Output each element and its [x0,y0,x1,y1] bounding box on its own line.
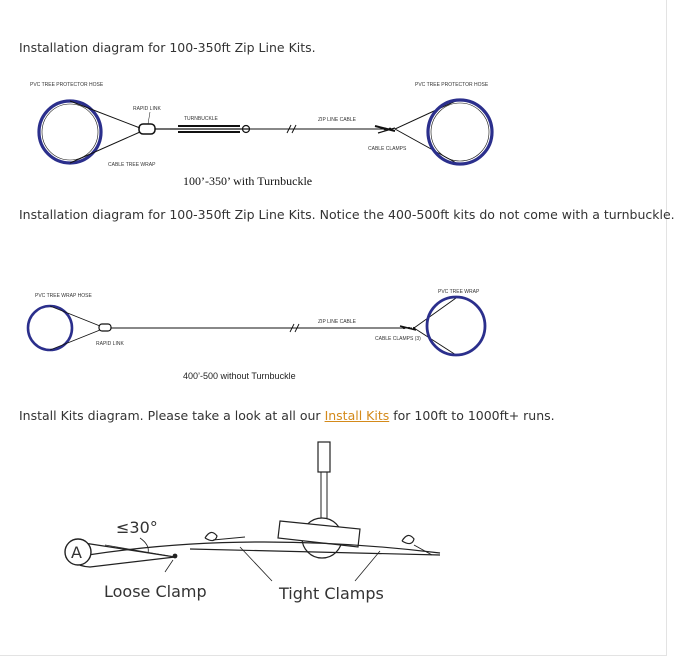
install-kits-diagram: A ≤30° Loose Clamp Tight Clamps [64,441,441,603]
tight-clamp-right [401,534,433,556]
label-cable: ZIP LINE CABLE [318,117,357,123]
label-right-wrap: PVC TREE WRAP [438,289,480,295]
turnbuckle [170,124,251,134]
label-cable: ZIP LINE CABLE [318,319,357,325]
right-tree-hose [426,98,494,166]
intro-text-3-before: Install Kits diagram. Please take a look… [19,408,325,423]
label-right-hose: PVC TREE PROTECTOR HOSE [415,82,489,88]
anchor-point-a [64,538,92,566]
diagram-without-turnbuckle: PVC TREE WRAP HOSE RAPID LINK ZIP LINE C… [26,289,487,381]
tight-clamp-left [204,531,246,542]
diagram-with-turnbuckle: PVC TREE PROTECTOR HOSE RAPID LINK TURNB… [30,82,494,188]
label-rapid-link: RAPID LINK [133,106,161,112]
label-clamps: CABLE CLAMPS [368,146,407,152]
label-turnbuckle: TURNBUCKLE [184,116,219,122]
zip-line-cable [87,541,441,556]
intro-text-2: Installation diagram for 100-350ft Zip L… [19,207,675,222]
caption-diagram-1: 100’-350’ with Turnbuckle [183,174,312,188]
anchor-label: A [71,543,82,562]
install-kits-link[interactable]: Install Kits [324,408,390,423]
caption-diagram-2: 400’-500 without Turnbuckle [183,371,296,381]
intro-text-1: Installation diagram for 100-350ft Zip L… [19,40,316,55]
trolley-plate [277,520,361,548]
right-tree-wrap [425,295,487,357]
angle-label: ≤30° [116,518,158,537]
intro-text-3-after: for 100ft to 1000ft+ runs. [389,408,555,423]
trolley-post [317,441,331,473]
rapid-link [98,323,112,332]
tight-clamps-label: Tight Clamps [278,584,384,603]
loose-clamp-label: Loose Clamp [104,582,207,601]
label-clamps: CABLE CLAMPS (3) [375,336,421,342]
label-rapid-link: RAPID LINK [96,341,124,347]
label-wrap: CABLE TREE WRAP [108,162,156,168]
intro-text-3: Install Kits diagram. Please take a look… [19,408,555,424]
rapid-link [138,123,156,135]
content-frame [0,0,667,656]
cable-clamps [374,125,396,134]
label-left-hose: PVC TREE PROTECTOR HOSE [30,82,104,88]
label-left-wrap: PVC TREE WRAP HOSE [35,293,92,299]
